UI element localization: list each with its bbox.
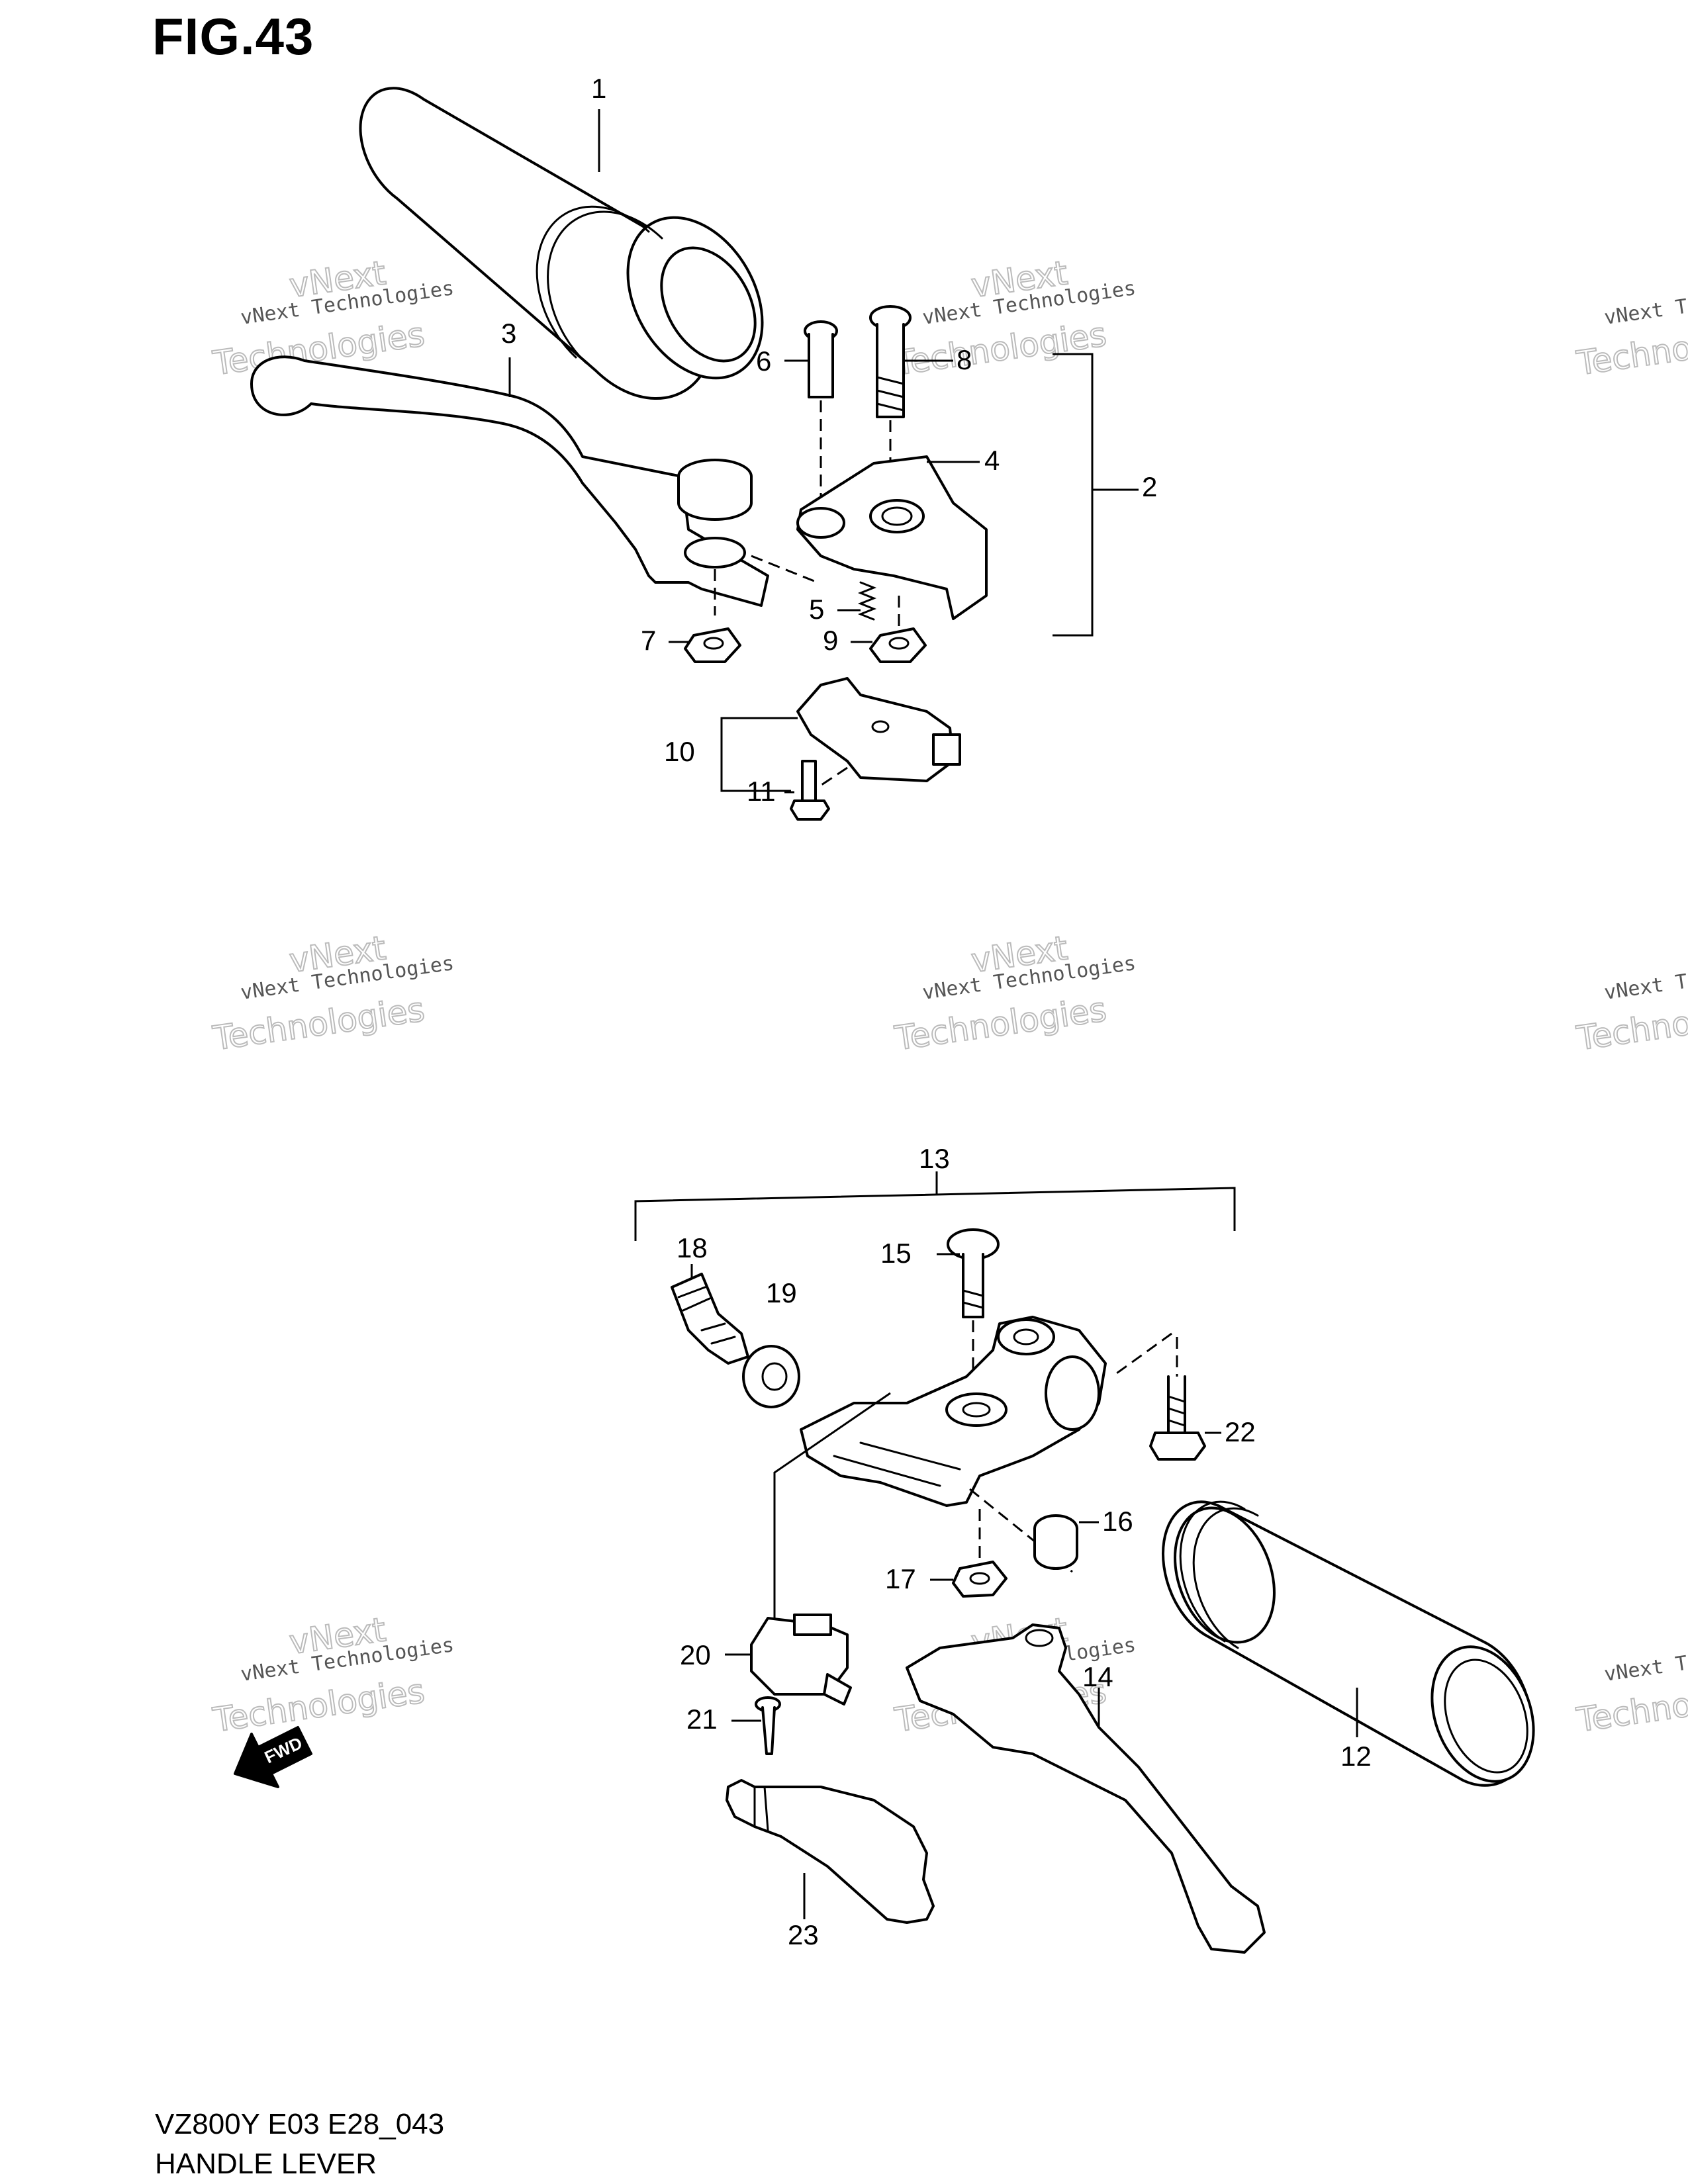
watermark: vNext Technologies vNext Technologies	[210, 253, 455, 383]
brake-lever-master-cylinder	[250, 355, 818, 615]
callout-23: 23	[788, 1919, 819, 1950]
left-grip	[1161, 1500, 1535, 1787]
callout-14: 14	[1082, 1661, 1113, 1692]
callout-4: 4	[984, 445, 1000, 476]
clutch-switch	[750, 1392, 891, 1706]
nut	[869, 596, 927, 663]
nut	[684, 627, 741, 663]
pivot-bolt	[804, 320, 838, 516]
watermark-line: vNext Technologies	[1603, 277, 1688, 330]
lever-pivot-bolt	[947, 1228, 1000, 1383]
callout-12: 12	[1340, 1741, 1372, 1772]
callout-9: 9	[823, 625, 838, 656]
watermark: vNext Technologies vNext Technologies	[892, 253, 1137, 383]
callout-6: 6	[756, 345, 771, 377]
leader-lines	[669, 359, 1221, 1722]
watermark: vNext Technologies vNext Technologies	[210, 928, 455, 1058]
callout-10: 10	[664, 736, 695, 767]
callout-5: 5	[809, 594, 824, 625]
callout-22: 22	[1225, 1416, 1256, 1447]
callout-1: 1	[591, 73, 606, 104]
callout-7: 7	[641, 625, 656, 656]
callout-18: 18	[677, 1232, 708, 1263]
spring	[857, 581, 877, 621]
clutch-lever-holder	[800, 1316, 1172, 1573]
callout-3: 3	[501, 318, 516, 349]
switch-bracket	[720, 717, 798, 792]
callout-11: 11	[747, 776, 776, 807]
lever-cover	[726, 1779, 935, 1924]
clamp-bolt	[1149, 1337, 1206, 1461]
clutch-cable-adjuster	[671, 1264, 749, 1365]
forward-direction-arrow: FWD	[234, 1726, 312, 1788]
callouts: 1 2 3 4 5 6 7 8 9 10 11 12 13 14 15 16 1…	[501, 73, 1372, 1950]
throttle-grip	[359, 87, 764, 400]
pivot-nut	[952, 1509, 1008, 1598]
callout-15: 15	[880, 1238, 912, 1269]
switch-screw	[755, 1696, 781, 1755]
watermark-line: vNext Technologies	[1603, 952, 1688, 1005]
watermark: vNext Technologies Technologies	[1573, 952, 1688, 1058]
clutch-lever	[906, 1623, 1266, 1954]
group-bracket	[1053, 353, 1139, 637]
callout-2: 2	[1142, 471, 1157, 502]
watermarks: vNext Technologies vNext Technologies vN…	[210, 253, 1688, 1740]
adjuster-locknut	[742, 1345, 800, 1408]
callout-13: 13	[919, 1143, 950, 1174]
callout-20: 20	[680, 1639, 711, 1670]
switch-screw	[790, 760, 830, 821]
figure-caption: HANDLE LEVER	[155, 2148, 377, 2180]
callout-19: 19	[766, 1277, 797, 1308]
group-bracket	[634, 1171, 1236, 1241]
callout-8: 8	[957, 344, 972, 375]
watermark: vNext Technologies vNext Technologies	[210, 1610, 455, 1740]
brake-light-switch	[796, 677, 961, 796]
figure-title: FIG.43	[152, 7, 314, 66]
lever-bracket	[796, 455, 988, 620]
watermark: vNext Technologies vNext Technologies	[892, 928, 1137, 1058]
collar	[1033, 1514, 1078, 1570]
callout-17: 17	[885, 1563, 916, 1594]
watermark: vNext Technologies Technologies	[1573, 1633, 1688, 1740]
watermark: vNext Technologies Technologies	[1573, 277, 1688, 383]
callout-16: 16	[1102, 1506, 1133, 1537]
model-code: VZ800Y E03 E28_043	[155, 2108, 445, 2140]
watermark-line: vNext Technologies	[1603, 1633, 1688, 1686]
callout-21: 21	[686, 1704, 718, 1735]
